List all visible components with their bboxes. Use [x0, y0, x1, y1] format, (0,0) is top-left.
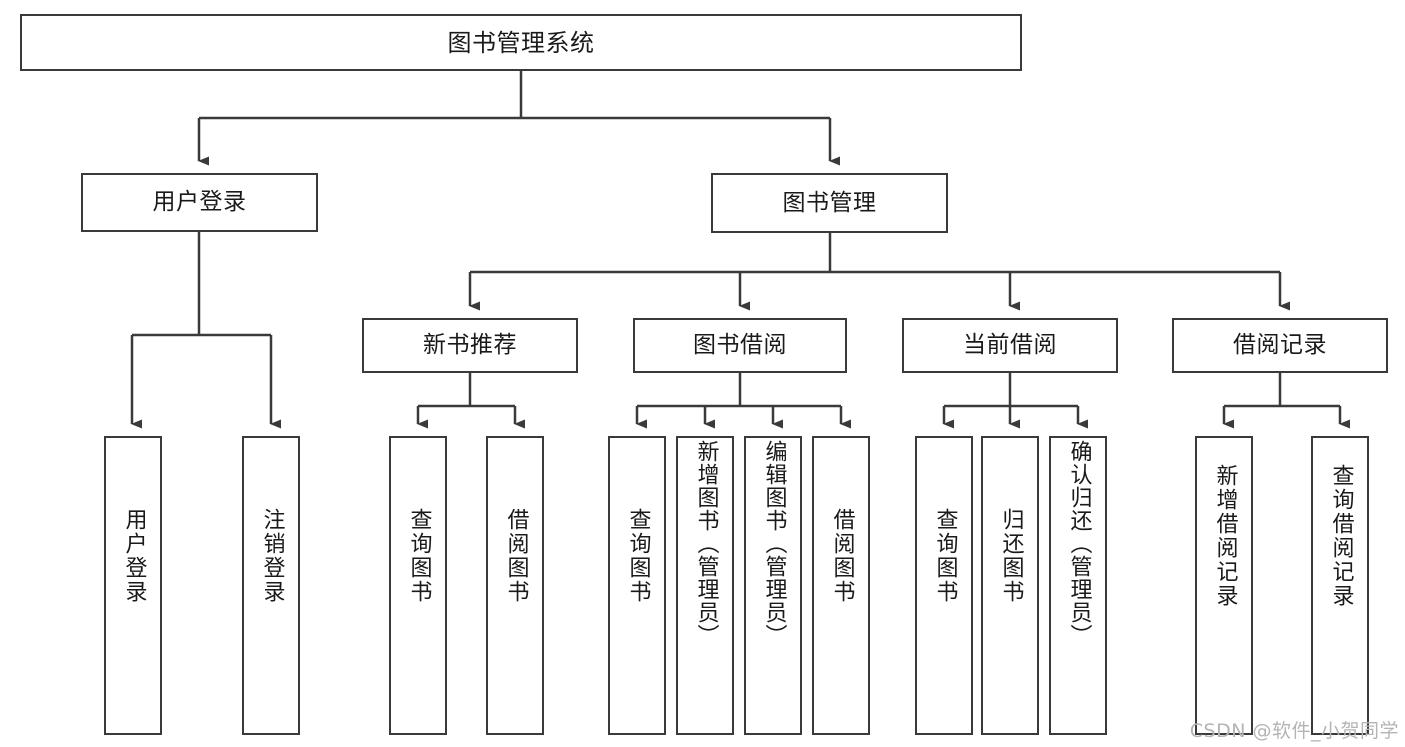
- node-label: 查询图书: [406, 508, 432, 604]
- csdn-watermark: CSDN @软件_小贺同学: [1189, 720, 1399, 742]
- leaf-query-book-2[interactable]: 查询图书: [608, 436, 666, 735]
- leaf-borrow-book-2[interactable]: 借阅图书: [812, 436, 870, 735]
- leaf-query-book-1[interactable]: 查询图书: [389, 436, 447, 735]
- leaf-user-logout[interactable]: 注销登录: [242, 436, 300, 735]
- node-label: 查询借阅记录: [1328, 464, 1354, 608]
- leaf-edit-book[interactable]: 编辑图书（管理员）: [744, 436, 802, 735]
- node-label: 新增借阅记录: [1212, 464, 1238, 608]
- node-label: 当前借阅: [963, 332, 1057, 358]
- leaf-query-borrow-record[interactable]: 查询借阅记录: [1311, 436, 1369, 735]
- node-label: 新书推荐: [423, 332, 517, 358]
- leaf-add-borrow-record[interactable]: 新增借阅记录: [1195, 436, 1253, 735]
- node-label: 用户登录: [121, 508, 147, 604]
- leaf-query-book-3[interactable]: 查询图书: [915, 436, 973, 735]
- node-root-book-management-system[interactable]: 图书管理系统: [20, 14, 1022, 71]
- node-user-login[interactable]: 用户登录: [81, 173, 318, 232]
- node-label: 归还图书: [998, 508, 1024, 604]
- node-book-borrow[interactable]: 图书借阅: [633, 318, 847, 373]
- node-book-manage[interactable]: 图书管理: [711, 173, 948, 233]
- leaf-user-login[interactable]: 用户登录: [104, 436, 162, 735]
- leaf-return-book[interactable]: 归还图书: [981, 436, 1039, 735]
- node-label: 图书管理系统: [447, 28, 595, 57]
- node-label: 用户登录: [152, 189, 247, 215]
- node-new-book-recommend[interactable]: 新书推荐: [362, 318, 578, 373]
- leaf-confirm-return[interactable]: 确认归还（管理员）: [1049, 436, 1107, 735]
- leaf-borrow-book-1[interactable]: 借阅图书: [486, 436, 544, 735]
- node-borrow-record[interactable]: 借阅记录: [1172, 318, 1388, 373]
- node-label: 查询图书: [932, 508, 958, 604]
- node-label: 借阅记录: [1233, 332, 1327, 358]
- node-label: 新增图书（管理员）: [693, 440, 719, 647]
- node-label: 借阅图书: [503, 508, 529, 604]
- leaf-add-book[interactable]: 新增图书（管理员）: [676, 436, 734, 735]
- node-label: 确认归还（管理员）: [1066, 440, 1092, 647]
- node-label: 借阅图书: [829, 508, 855, 604]
- node-label: 图书借阅: [693, 332, 787, 358]
- node-label: 编辑图书（管理员）: [761, 440, 787, 647]
- node-label: 图书管理: [782, 189, 877, 216]
- node-current-borrow[interactable]: 当前借阅: [902, 318, 1118, 373]
- node-label: 查询图书: [625, 508, 651, 604]
- node-label: 注销登录: [259, 508, 285, 604]
